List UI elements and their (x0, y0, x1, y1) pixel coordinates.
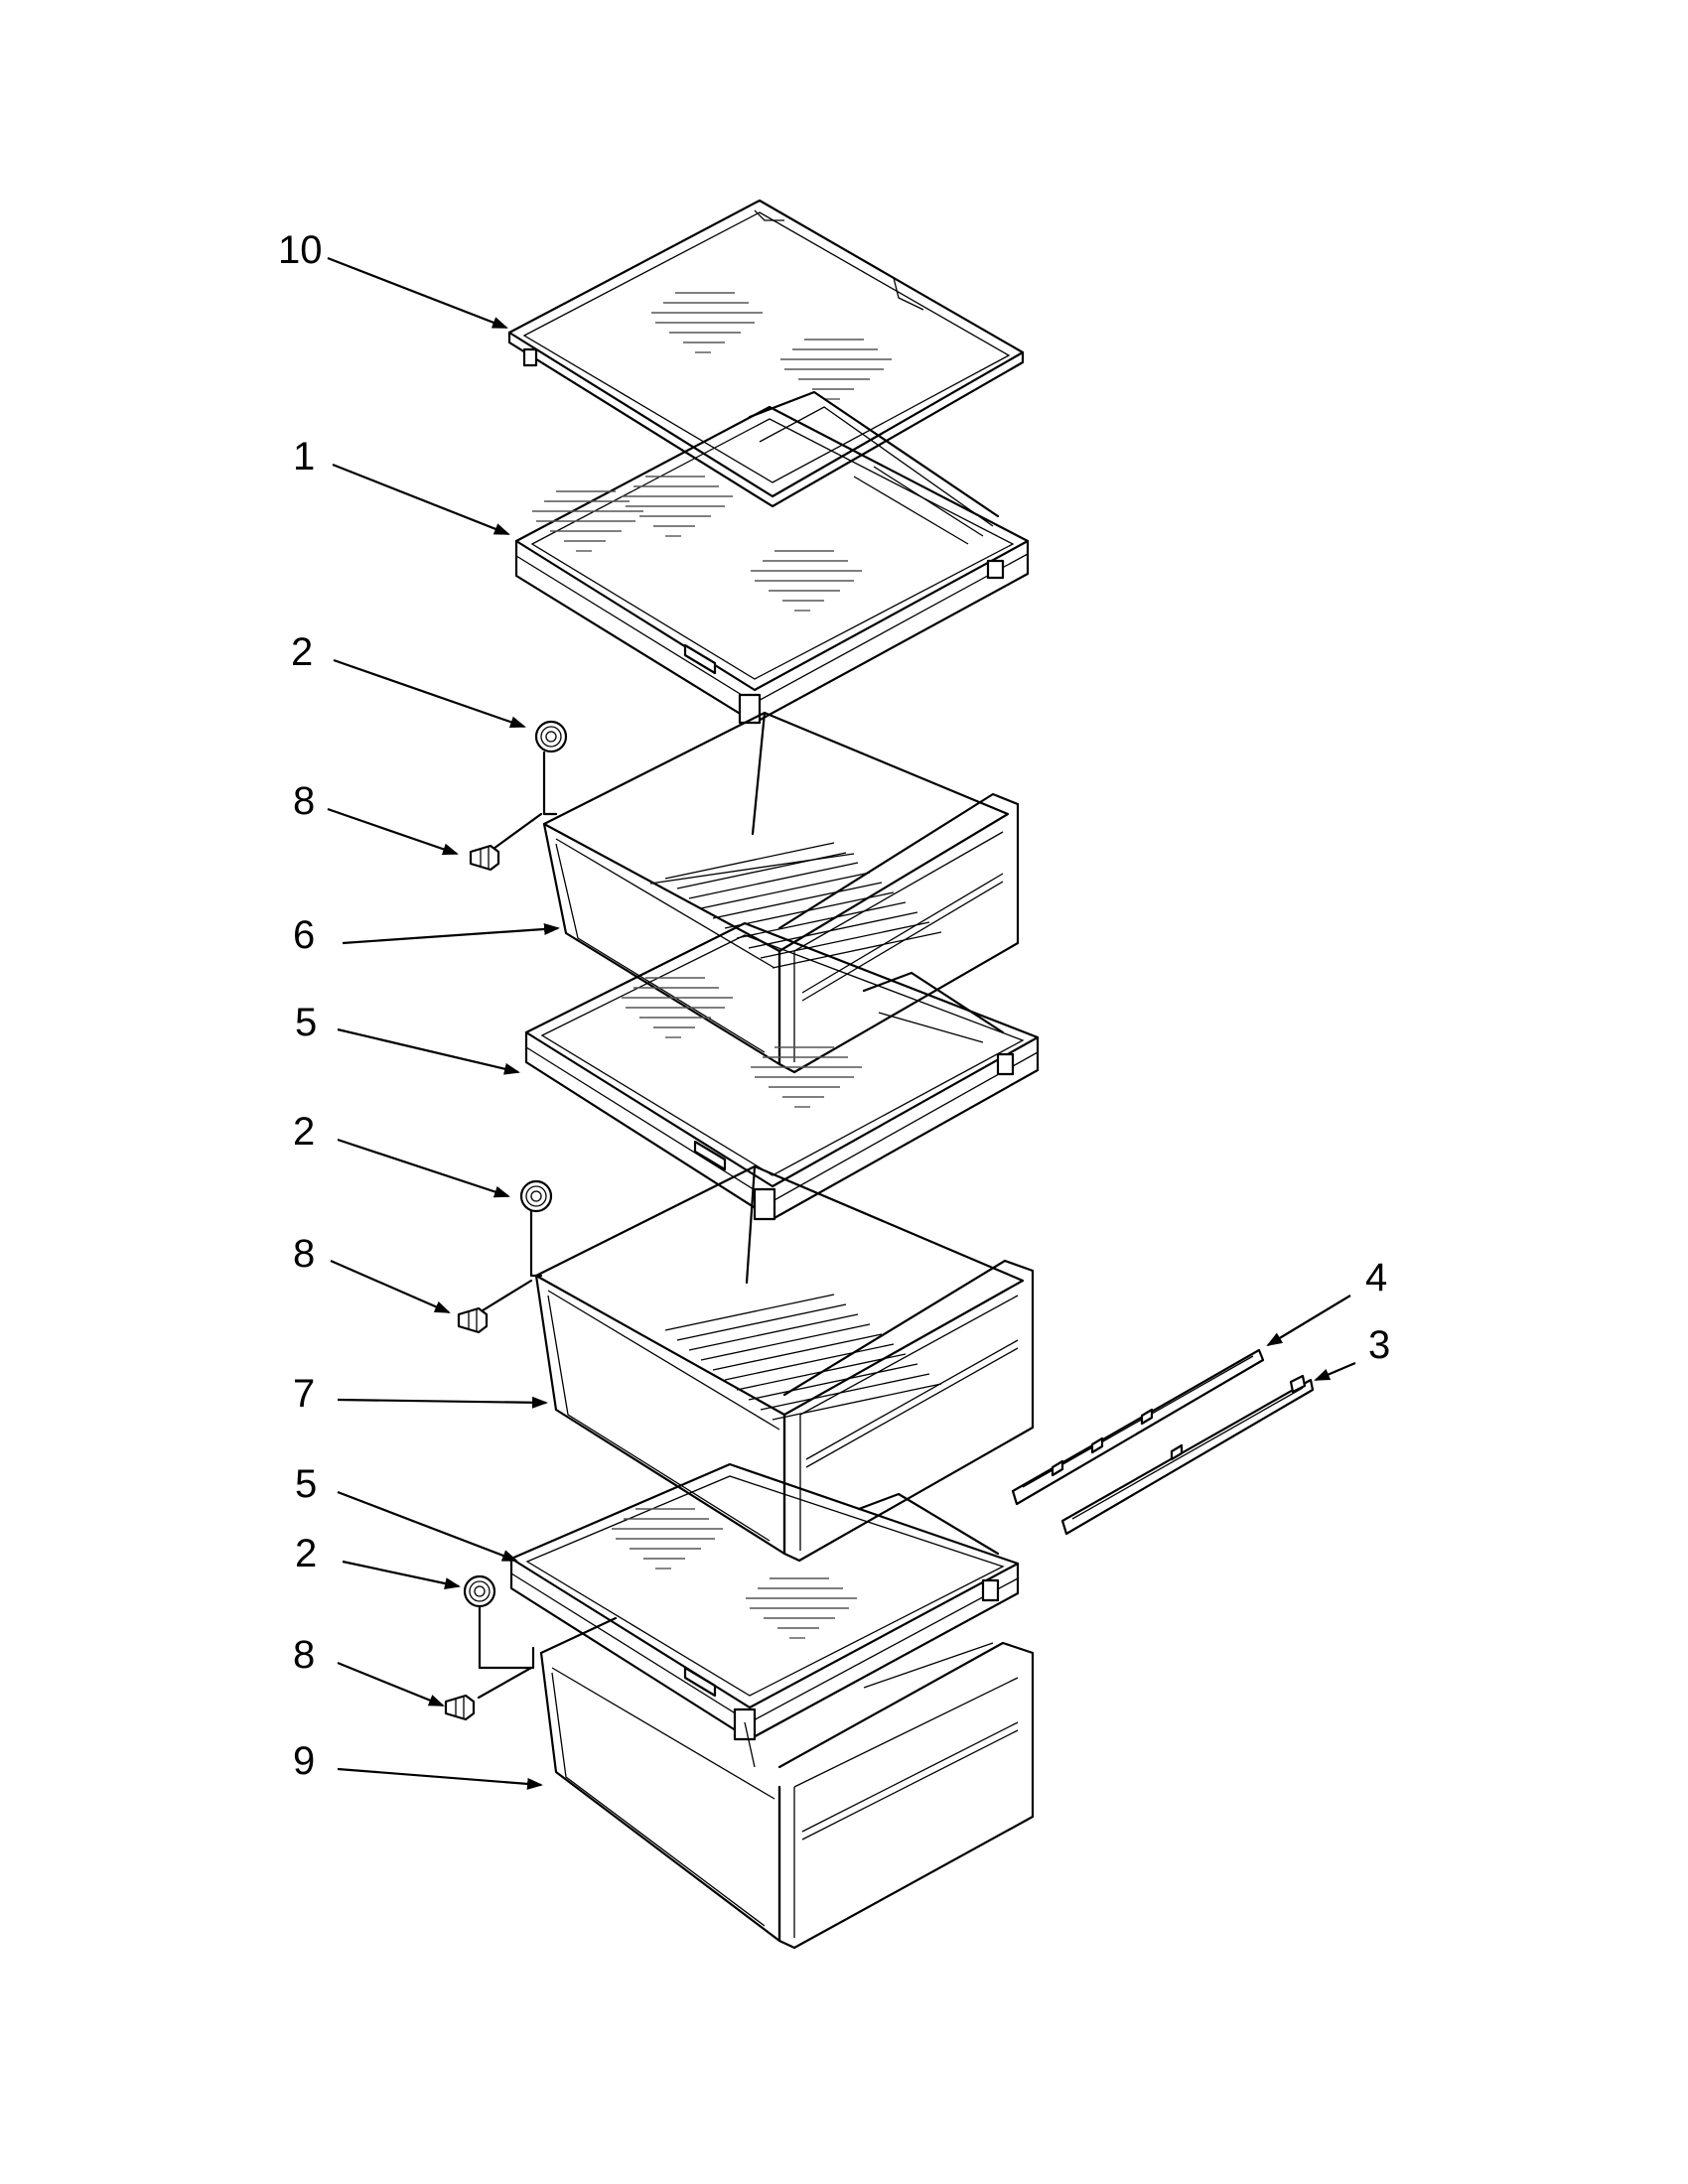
crisper-cover-middle (524, 921, 1040, 1221)
callout-label: 7 (293, 1372, 315, 1416)
drawer-stop-upper (469, 844, 500, 872)
glass-shelf-top (507, 199, 1025, 508)
caster-upper (485, 720, 568, 856)
callout-label: 3 (1368, 1323, 1390, 1367)
drawer-stop-middle (457, 1306, 489, 1334)
caster-middle (473, 1179, 553, 1317)
callout-label: 8 (293, 1633, 315, 1677)
callout-label: 2 (293, 1110, 315, 1154)
crisper-drawer-middle (534, 1164, 1035, 1563)
callout-label: 8 (293, 779, 315, 823)
callout-label: 5 (295, 1001, 317, 1044)
callout-label: 4 (1365, 1256, 1387, 1299)
callout-label: 10 (278, 228, 323, 272)
caster-lower (463, 1574, 535, 1700)
callout-label: 8 (293, 1232, 315, 1276)
callout-label: 2 (291, 630, 313, 674)
callout-label: 2 (295, 1532, 317, 1575)
slide-rail-short (1060, 1374, 1315, 1536)
crisper-drawer-upper (542, 711, 1020, 1074)
callout-label: 5 (295, 1462, 317, 1506)
crisper-cover-upper (514, 390, 1030, 725)
callout-label: 6 (293, 913, 315, 957)
crisper-drawer-lower (539, 1616, 1035, 1950)
drawer-stop-lower (444, 1694, 476, 1721)
callout-label: 1 (293, 435, 315, 478)
crisper-cover-lower (509, 1462, 1020, 1741)
slide-rail-long (1011, 1348, 1265, 1506)
callout-arrows (327, 256, 1356, 1790)
callout-label: 9 (293, 1739, 315, 1783)
